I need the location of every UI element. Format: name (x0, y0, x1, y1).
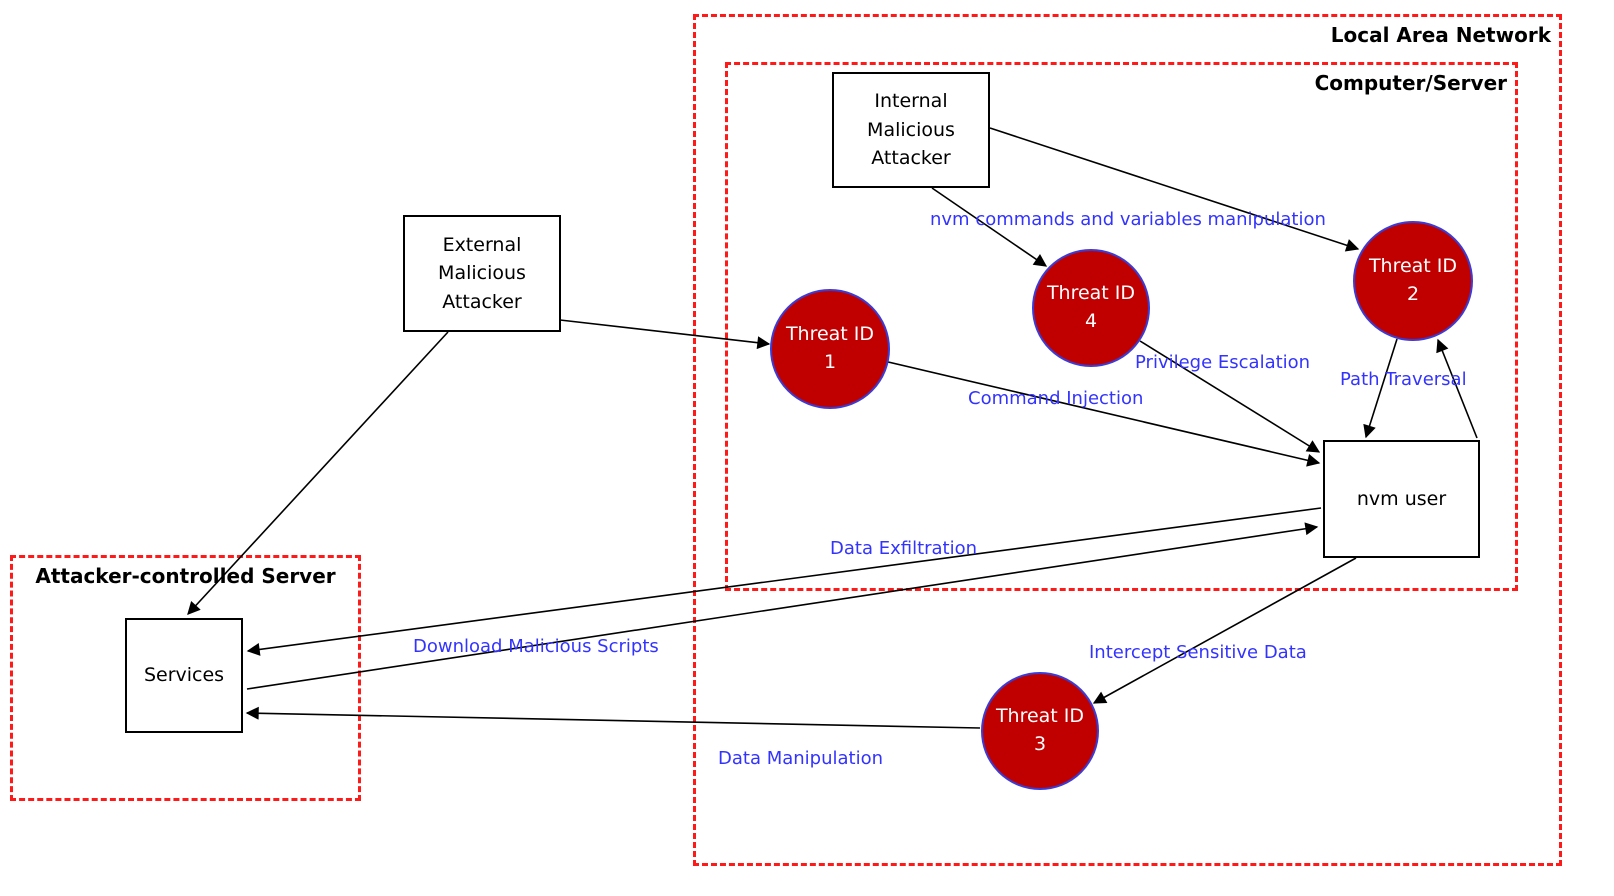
edge-label-intercept-sensitive-data: Intercept Sensitive Data (1089, 642, 1307, 663)
edge-label-path-traversal: Path Traversal (1340, 369, 1467, 390)
node-external-malicious-attacker-label: External Malicious Attacker (438, 233, 526, 313)
node-external-malicious-attacker: External Malicious Attacker (403, 215, 561, 332)
threat-node-4: Threat ID 4 (1032, 249, 1150, 367)
node-internal-malicious-attacker: Internal Malicious Attacker (832, 72, 990, 188)
threat-node-1: Threat ID 1 (770, 289, 890, 409)
node-services: Services (125, 618, 243, 733)
edge-label-privilege-escalation: Privilege Escalation (1135, 352, 1311, 373)
edge-label-nvm-commands-manipulation: nvm commands and variables manipulation (930, 209, 1326, 230)
threat-4-id: 4 (1084, 310, 1098, 332)
threat-1-title: Threat ID (785, 323, 875, 346)
threat-node-3: Threat ID 3 (981, 672, 1099, 790)
threat-1-id: 1 (823, 351, 837, 373)
edge-label-data-exfiltration: Data Exfiltration (830, 538, 978, 559)
threat-3-title: Threat ID (995, 705, 1085, 728)
edge-label-download-malicious-scripts: Download Malicious Scripts (413, 636, 659, 657)
node-internal-malicious-attacker-label: Internal Malicious Attacker (867, 90, 955, 170)
node-nvm-user-label: nvm user (1356, 487, 1447, 510)
edge-label-command-injection: Command Injection (968, 388, 1144, 409)
threat-3-id: 3 (1033, 733, 1047, 755)
boundary-label-attacker-server: Attacker-controlled Server (35, 564, 336, 588)
boundary-local-area-network: Local Area Network (693, 14, 1562, 866)
threat-node-2: Threat ID 2 (1353, 221, 1473, 341)
threat-2-title: Threat ID (1368, 255, 1458, 278)
node-services-label: Services (143, 664, 225, 687)
boundary-label-lan: Local Area Network (1330, 23, 1551, 47)
threat-4-title: Threat ID (1046, 282, 1136, 305)
edge-label-data-manipulation: Data Manipulation (718, 748, 884, 769)
boundary-label-computer-server: Computer/Server (1314, 71, 1507, 95)
threat-2-id: 2 (1406, 283, 1420, 305)
node-nvm-user: nvm user (1323, 440, 1480, 558)
